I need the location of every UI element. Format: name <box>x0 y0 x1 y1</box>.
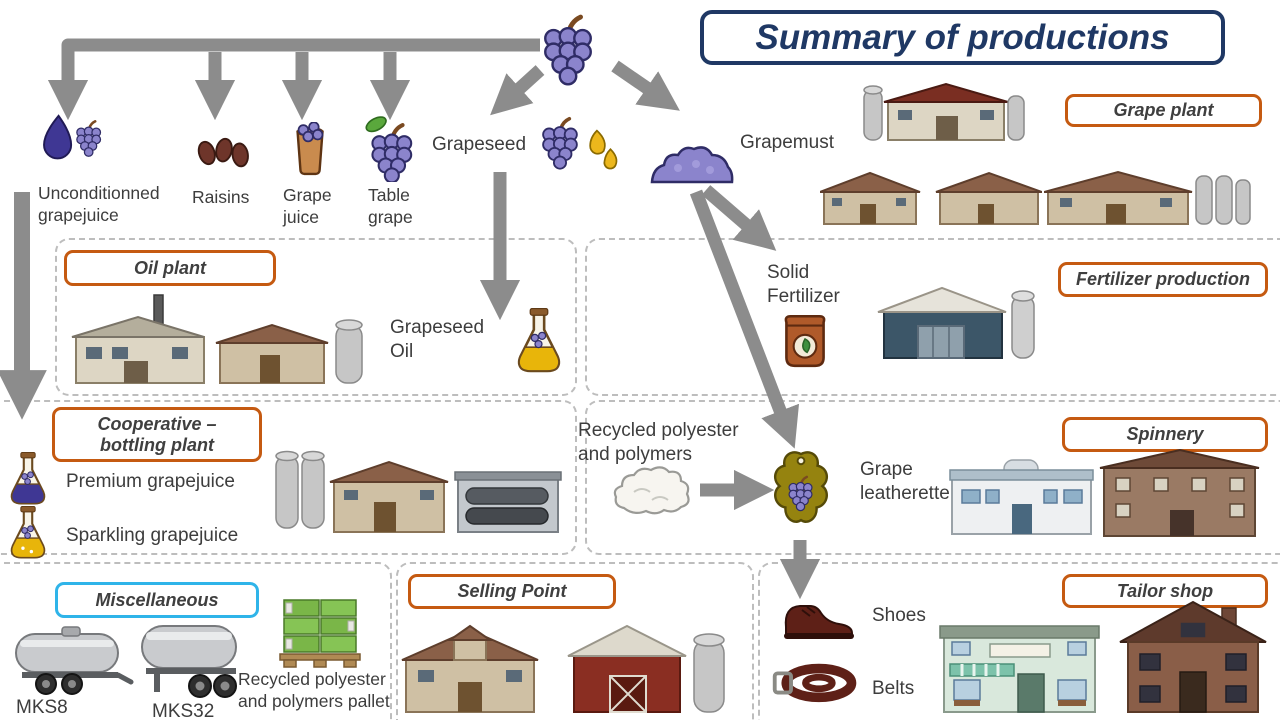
arrow-grapes-to-grapeseed <box>490 65 545 116</box>
grapeseed-oil-flask-icon <box>512 308 566 374</box>
section-label-oil-plant: Oil plant <box>64 250 276 286</box>
arrow-grapes-to-grapemust <box>611 60 680 111</box>
table-grape-icon <box>364 116 418 182</box>
recycled-pallet-label: Recycled polyester and polymers pallet <box>238 669 390 712</box>
region-tailor-shop <box>758 562 1280 720</box>
grapes-icon <box>538 10 598 86</box>
grape-juice-label: Grape juice <box>283 185 332 228</box>
grapeseed-icon <box>532 112 628 178</box>
mks32-label: MKS32 <box>152 701 215 720</box>
raisins-icon <box>193 132 255 174</box>
fertilizer-building-image <box>876 280 1043 367</box>
belts-label: Belts <box>872 678 915 699</box>
section-label-fertilizer: Fertilizer production <box>1058 262 1268 297</box>
grape-plant-building-1-image <box>860 80 1032 144</box>
tailor-shop-building-1-image <box>936 606 1103 716</box>
tailor-shop-building-2-image <box>1116 596 1270 716</box>
grape-leatherette-label: Grape leatherette <box>860 459 950 505</box>
grape-plant-building-2-image <box>820 166 1042 226</box>
sparkling-grapejuice-label: Sparkling grapejuice <box>66 525 239 546</box>
unconditioned-grapejuice-label: Unconditionned grapejuice <box>38 183 160 226</box>
raisins-label: Raisins <box>192 187 250 207</box>
grapemust-icon <box>648 136 736 186</box>
region-miscellaneous <box>0 562 392 720</box>
region-spinnery <box>585 400 1280 555</box>
recycled-polyester-label: Recycled polyester and polymers <box>578 420 739 466</box>
grapemust-label: Grapemust <box>740 132 834 153</box>
selling-point-buildings-image <box>398 616 750 716</box>
premium-grapejuice-label: Premium grapejuice <box>66 471 235 492</box>
mks8-tanker-icon <box>10 618 136 698</box>
grape-juice-icon <box>288 122 334 178</box>
section-label-grape-plant: Grape plant <box>1065 94 1262 127</box>
unconditioned-grapejuice-icon <box>42 112 108 172</box>
section-label-tailor-shop: Tailor shop <box>1062 574 1268 608</box>
region-oil-plant <box>55 238 577 396</box>
solid-fertilizer-label: Solid Fertilizer <box>767 262 840 308</box>
arrow-grapes-to-unconditioned <box>47 38 540 121</box>
region-selling-point <box>396 562 754 720</box>
mks8-label: MKS8 <box>16 697 68 718</box>
grape-leatherette-icon <box>766 446 836 534</box>
table-grape-label: Table grape <box>368 185 413 228</box>
cooperative-buildings-image <box>272 442 564 544</box>
solid-fertilizer-bag-icon <box>776 308 834 372</box>
spinnery-building-2-image <box>1096 446 1263 540</box>
section-label-cooperative: Cooperative – bottling plant <box>52 407 262 462</box>
grapeseed-oil-label: Grapeseed Oil <box>390 317 485 363</box>
diagram-title: Summary of productions <box>700 10 1225 65</box>
section-label-spinnery: Spinnery <box>1062 417 1268 452</box>
recycled-polyester-icon <box>612 462 694 516</box>
grape-plant-building-3-image <box>1044 166 1264 226</box>
arrow-grapemust-to-fertilizer <box>701 185 777 251</box>
belts-icon <box>772 658 860 706</box>
region-cooperative <box>0 400 577 555</box>
mks32-tanker-icon <box>138 614 244 704</box>
shoes-icon <box>776 593 860 643</box>
shoes-label: Shoes <box>872 605 926 626</box>
premium-grapejuice-flask-icon <box>6 452 50 506</box>
section-label-selling-point: Selling Point <box>408 574 616 609</box>
grapeseed-label: Grapeseed <box>432 134 527 155</box>
recycled-pallet-icon <box>276 594 364 670</box>
sparkling-grapejuice-flask-icon <box>6 506 50 560</box>
region-fertilizer <box>585 238 1280 396</box>
oil-plant-buildings-image <box>68 293 380 390</box>
spinnery-building-1-image <box>948 452 1095 539</box>
section-label-miscellaneous: Miscellaneous <box>55 582 259 618</box>
